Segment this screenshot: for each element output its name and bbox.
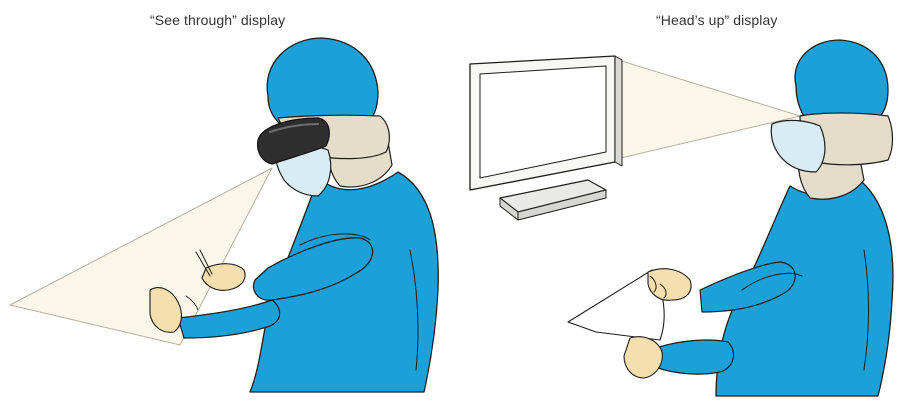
surgeon-forearm	[656, 340, 734, 374]
sightline-cone	[612, 58, 800, 160]
surgical-cap	[267, 38, 378, 124]
see-through-panel	[10, 38, 438, 392]
heads-up-panel	[470, 40, 893, 396]
surgical-mask	[771, 120, 825, 172]
surgical-cap	[795, 40, 888, 120]
right-hand	[648, 269, 691, 301]
left-hand	[624, 337, 662, 378]
monitor-side	[615, 56, 622, 166]
